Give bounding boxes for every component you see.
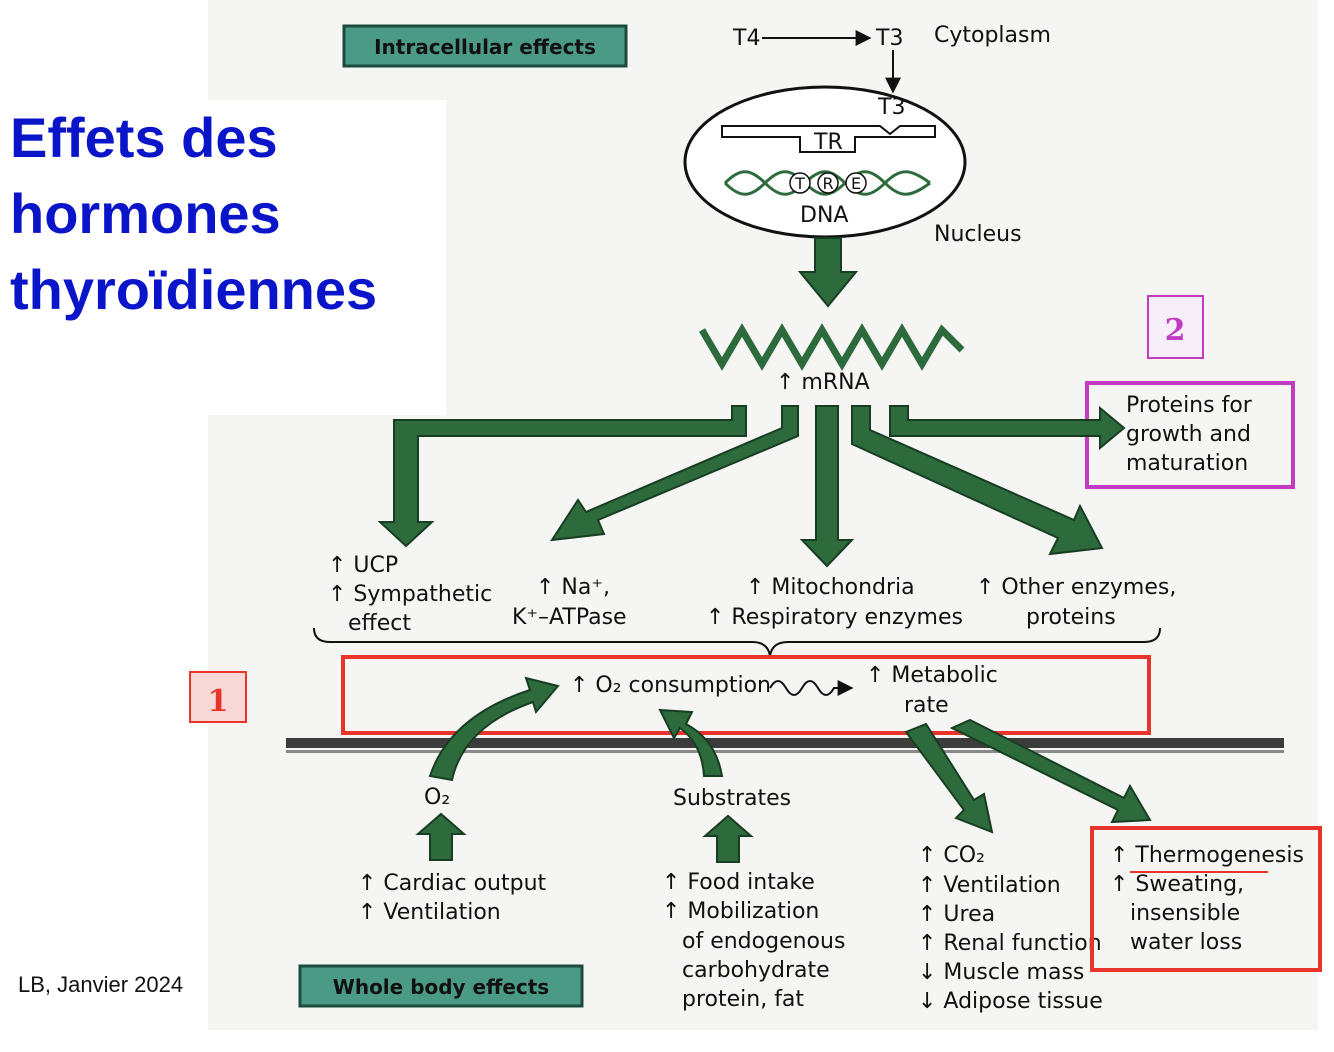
cell-membrane-band-shadow	[286, 750, 1284, 753]
title-line-2: hormones	[10, 182, 281, 245]
metabolic-rate-highlight-box	[341, 655, 1151, 735]
proteins-line-1: Proteins for	[1126, 393, 1253, 418]
nucleus-ellipse: T3 TR T R E DNA	[683, 85, 967, 239]
grouping-brace	[313, 627, 1161, 657]
co2-line-3: ↑ Urea	[918, 902, 995, 927]
cardiac-line-1: ↑ Cardiac output	[358, 871, 547, 896]
metabolic-line-1: ↑ Metabolic	[866, 663, 998, 688]
other-line-1: ↑ Other enzymes,	[976, 575, 1176, 600]
dna-helix-strand-b	[723, 170, 931, 196]
mito-line-1: ↑ Mitochondria	[746, 575, 915, 600]
food-line-4: carbohydrate	[682, 958, 830, 983]
whole-body-effects-box: Whole body effects	[298, 964, 584, 1008]
scan-edge-bottom	[208, 1030, 1334, 1052]
footer-credit: LB, Janvier 2024	[18, 972, 184, 998]
t3-label: T3	[875, 26, 903, 51]
ucp-line-2: ↑ Sympathetic	[328, 582, 492, 607]
thermogenesis-highlight-box	[1090, 826, 1322, 972]
co2-line-2: ↑ Ventilation	[918, 873, 1061, 898]
food-line-5: protein, fat	[682, 987, 804, 1012]
intracellular-effects-box: Intracellular effects	[342, 24, 628, 68]
intracellular-effects-label: Intracellular effects	[374, 35, 596, 59]
o2-label: O₂	[424, 785, 450, 810]
nucleus-to-mrna-arrow	[797, 237, 859, 308]
arrow-to-other-enzymes	[851, 405, 1104, 556]
cardiac-line-2: ↑ Ventilation	[358, 900, 501, 925]
arrow-to-ucp	[377, 405, 747, 548]
substrates-to-consumption-arrow	[658, 708, 724, 777]
mito-line-2: ↑ Respiratory enzymes	[706, 605, 963, 630]
thermo-line-4: water loss	[1130, 930, 1242, 955]
annotation-marker-1: 1	[189, 671, 247, 723]
food-to-substrates-arrow	[702, 814, 754, 863]
marker-2-label: 2	[1165, 313, 1186, 348]
proteins-growth-box: Proteins for growth and maturation	[1085, 381, 1295, 489]
t4-label: T4	[732, 26, 760, 51]
thermo-line-2: ↑ Sweating,	[1110, 872, 1244, 897]
cell-membrane-band	[286, 738, 1284, 748]
mrna-label: ↑ mRNA	[776, 370, 870, 395]
title-line-3: thyroïdiennes	[10, 258, 378, 321]
natpase-line-1: ↑ Na⁺,	[536, 575, 610, 600]
food-line-1: ↑ Food intake	[662, 870, 815, 895]
slide-title: Effets des hormones thyroïdiennes	[0, 100, 446, 415]
food-line-2: ↑ Mobilization	[662, 899, 819, 924]
proteins-line-2: growth and	[1126, 422, 1251, 447]
scan-edge	[1318, 0, 1334, 1052]
proteins-line-3: maturation	[1126, 451, 1248, 476]
marker-1-label: 1	[208, 684, 229, 719]
co2-line-1: ↑ CO₂	[918, 843, 985, 868]
thermo-line-1: ↑ Thermogenesis	[1110, 843, 1304, 868]
squiggle-arrow	[769, 680, 854, 696]
cytoplasm-label: Cytoplasm	[934, 23, 1051, 48]
arrow-to-mitochondria	[799, 405, 855, 568]
arrow-to-natpase	[550, 405, 799, 542]
o2-consumption-label: ↑ O₂ consumption	[570, 673, 771, 698]
o2-to-consumption-arrow	[428, 676, 560, 782]
substrates-label: Substrates	[673, 786, 791, 811]
co2-line-6: ↓ Adipose tissue	[918, 989, 1103, 1014]
t3-bound-label: T3	[877, 95, 905, 120]
mrna-strand	[698, 323, 965, 371]
ucp-line-3: effect	[348, 611, 411, 636]
metabolic-line-2: rate	[904, 693, 949, 718]
other-line-2: proteins	[1026, 605, 1116, 630]
metabolic-to-thermogenesis-arrow	[949, 718, 1152, 824]
metabolic-to-co2-arrow	[904, 722, 994, 834]
ucp-line-1: ↑ UCP	[328, 553, 398, 578]
tre-letter-e: E	[851, 174, 861, 193]
dna-label: DNA	[800, 203, 848, 228]
cardiac-to-o2-arrow	[415, 812, 467, 861]
thyroid-receptor-shape	[721, 125, 936, 153]
co2-line-5: ↓ Muscle mass	[918, 960, 1084, 985]
whole-body-effects-label: Whole body effects	[333, 975, 549, 999]
nucleus-label: Nucleus	[934, 222, 1022, 247]
title-line-1: Effets des	[10, 106, 278, 169]
tre-letter-t: T	[794, 174, 805, 193]
dna-helix-strand-a	[723, 170, 931, 196]
tr-label: TR	[813, 130, 843, 155]
thermo-line-3: insensible	[1130, 901, 1240, 926]
natpase-line-2: K⁺–ATPase	[512, 605, 627, 630]
co2-line-4: ↑ Renal function	[918, 931, 1102, 956]
annotation-marker-2: 2	[1147, 295, 1204, 359]
tre-letter-r: R	[822, 174, 833, 193]
food-line-3: of endogenous	[682, 929, 845, 954]
arrow-to-proteins	[889, 405, 1126, 451]
